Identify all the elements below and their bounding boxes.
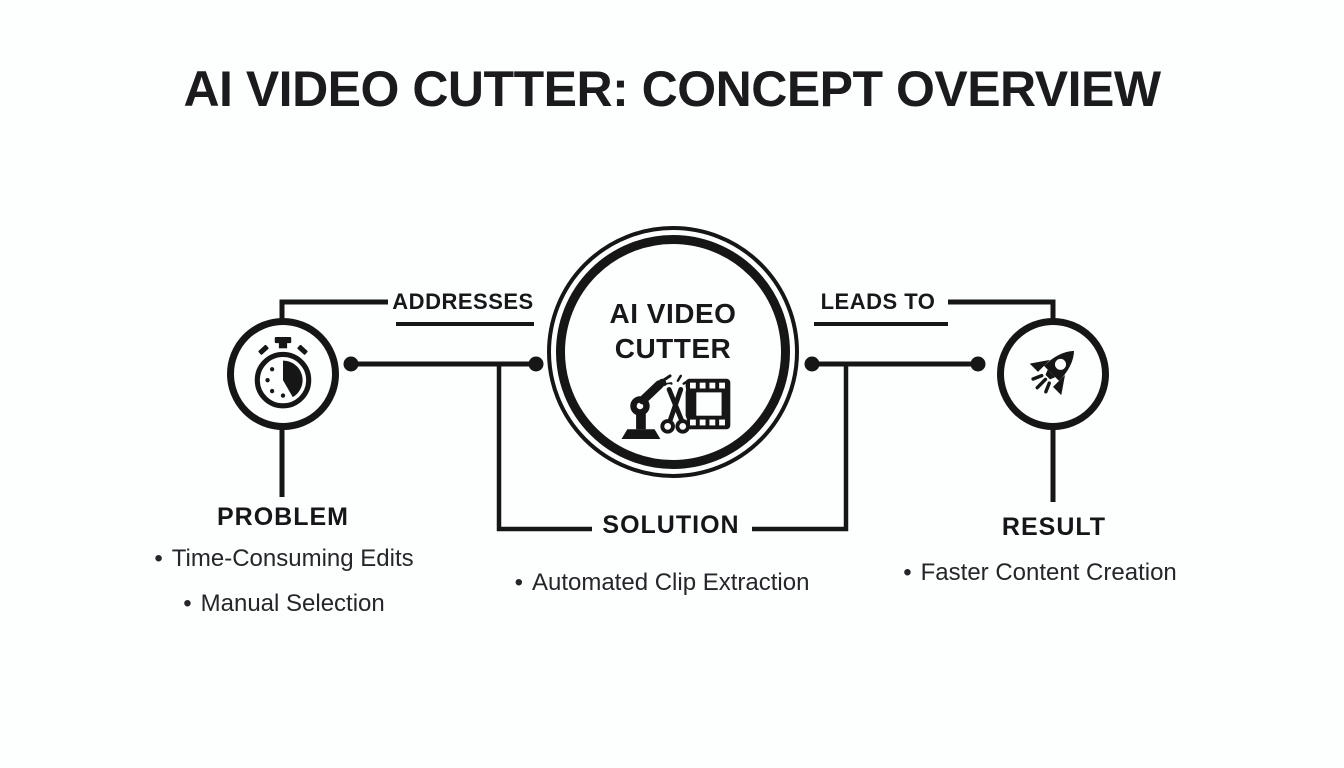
list-item: • Time-Consuming Edits [154, 545, 413, 573]
bullet-icon: • [903, 559, 912, 586]
addresses-elbow-line [279, 299, 388, 320]
page-title: AI VIDEO CUTTER: CONCEPT OVERVIEW [183, 61, 1161, 117]
bullet-icon: • [514, 569, 523, 596]
result-node-circle [997, 318, 1109, 430]
stopwatch-icon [254, 337, 312, 409]
list-item: • Automated Clip Extraction [515, 569, 810, 597]
problem-bullet-list: • Time-Consuming Edits • Manual Selection [154, 545, 413, 618]
problem-item-2: Manual Selection [200, 590, 385, 617]
bullet-icon: • [183, 590, 192, 617]
center-to-solution-right-line [752, 364, 849, 532]
connector-dot [343, 356, 359, 372]
solution-node-circle: AI VIDEO CUTTER [547, 226, 799, 478]
solution-item-1: Automated Clip Extraction [531, 569, 810, 596]
connector-dot [970, 356, 986, 372]
solution-bullet-list: • Automated Clip Extraction [515, 569, 810, 597]
list-item: • Faster Content Creation [903, 559, 1177, 587]
solution-node-inner-ring: AI VIDEO CUTTER [556, 235, 790, 469]
leads-to-label: LEADS TO [820, 289, 936, 314]
connector-dot [804, 356, 820, 372]
connector-dot [528, 356, 544, 372]
center-to-solution-left-line [496, 364, 592, 532]
center-node-title-line1: AI VIDEO [609, 298, 737, 329]
list-item: • Manual Selection [154, 590, 413, 618]
addresses-label: ADDRESSES [392, 289, 534, 314]
problem-node-circle [227, 318, 339, 430]
problem-heading: PROBLEM [217, 503, 349, 531]
robot-arm-cutting-film-icon [621, 374, 731, 439]
rocket-icon [1029, 350, 1075, 396]
problem-item-1: Time-Consuming Edits [171, 545, 414, 572]
bullet-icon: • [154, 545, 163, 572]
center-node-title-line2: CUTTER [614, 333, 732, 364]
solution-heading: SOLUTION [602, 511, 740, 539]
result-item-1: Faster Content Creation [920, 559, 1177, 586]
leads-to-elbow-line [948, 299, 1056, 320]
result-bullet-list: • Faster Content Creation [903, 559, 1177, 587]
center-node-title: AI VIDEO CUTTER [610, 296, 737, 366]
result-heading: RESULT [1001, 513, 1107, 541]
